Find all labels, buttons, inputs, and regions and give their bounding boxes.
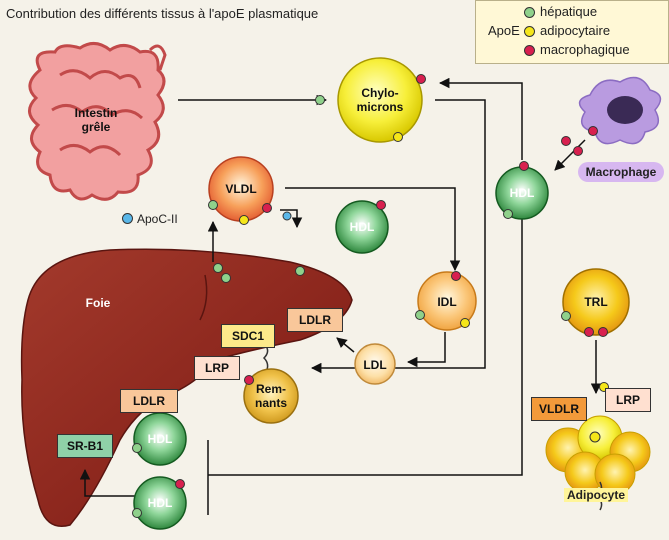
macrophage-illustration [578,76,662,145]
chylomicron-particle [337,57,423,143]
apoe-macrophage-dots [175,74,608,489]
receptor-srb1: SR-B1 [57,434,113,458]
hdl-particle [335,200,389,254]
hdl-particle [133,412,187,466]
receptor-sdc1: SDC1 [221,324,275,348]
chylomicron-label: Chylo- microns [356,86,404,114]
page-title: Contribution des différents tissus à l'a… [6,6,319,21]
intestine-label: Intestin grêle [74,106,118,134]
trl-label: TRL [584,295,608,309]
legend-heading: ApoE [488,23,520,38]
macrophage-label: Macrophage [578,162,664,182]
apoc-legend-dot [122,213,133,224]
legend-item-macrophage: macrophagique [540,42,630,57]
vldl-label: VLDL [225,182,257,196]
intestine-illustration [28,42,167,201]
receptor-ldlr: LDLR [120,389,178,413]
trl-particle [562,268,630,336]
idl-particle [417,271,477,331]
liver-illustration [20,248,353,527]
remnants-label: Rem- nants [254,382,287,410]
receptor-lrp: LRP [194,356,240,380]
legend-hepatic-dot [524,7,535,18]
receptor-vldlr: VLDLR [531,397,587,421]
legend-item-hepatic: hépatique [540,4,598,19]
legend-adipocyte-dot [524,26,535,37]
idl-label: IDL [437,295,457,309]
apoc-label: ApoC-II [137,212,178,226]
remnants-particle [243,368,299,424]
receptor-lrp: LRP [605,388,651,412]
ldl-label: LDL [363,358,387,372]
connector-lines [79,77,602,515]
adipocyte-illustration [545,415,651,495]
apoe-hepatic-dots [132,95,571,518]
hdl-label: HDL [349,220,375,234]
apoc-dot [282,211,292,221]
hdl-label: HDL [509,186,535,200]
receptor-ldlr: LDLR [287,308,343,332]
apoe-adipocyte-dots [239,132,609,392]
hdl-label: HDL [147,432,173,446]
legend-item-adipocyte: adipocytaire [540,23,611,38]
hdl-label: HDL [147,496,173,510]
ldl-particle [354,343,396,385]
legend: ApoE hépatique adipocytaire macrophagiqu… [475,0,669,64]
adipocyte-label: Adipocyte [564,488,629,502]
legend-macrophage-dot [524,45,535,56]
liver-label: Foie [85,296,111,310]
hdl-particle [133,476,187,530]
